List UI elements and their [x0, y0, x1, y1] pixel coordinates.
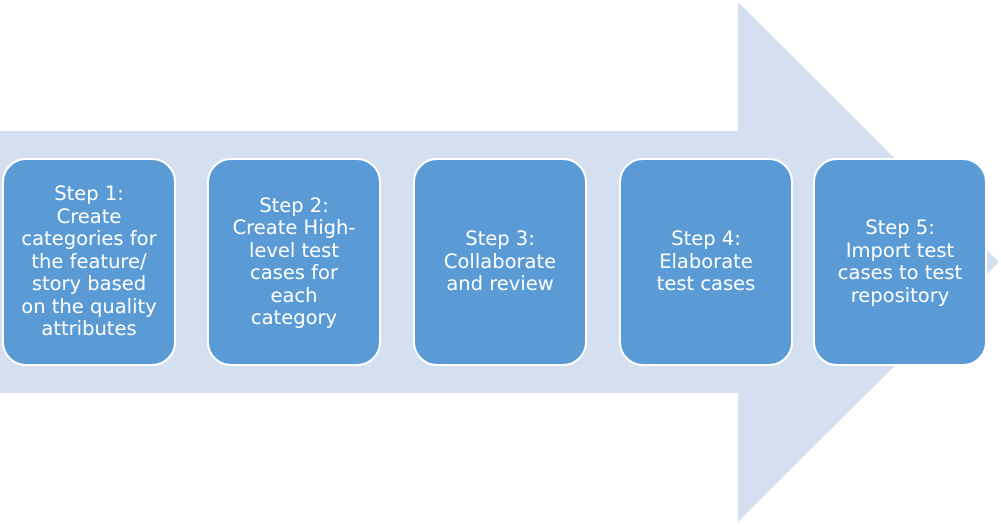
step-2-text: Step 2: Create High- level test cases fo…: [232, 193, 356, 329]
step-4-box: Step 4: Elaborate test cases: [619, 158, 793, 366]
step-3-box: Step 3: Collaborate and review: [413, 158, 587, 366]
step-1-box: Step 1: Create categories for the featur…: [2, 158, 176, 366]
step-1-text: Step 1: Create categories for the featur…: [21, 182, 157, 341]
step-5-box: Step 5: Import test cases to test reposi…: [813, 158, 987, 366]
step-3-text: Step 3: Collaborate and review: [443, 227, 557, 296]
step-2-box: Step 2: Create High- level test cases fo…: [207, 158, 381, 366]
step-4-text: Step 4: Elaborate test cases: [656, 227, 756, 296]
step-5-text: Step 5: Import test cases to test reposi…: [837, 216, 963, 307]
